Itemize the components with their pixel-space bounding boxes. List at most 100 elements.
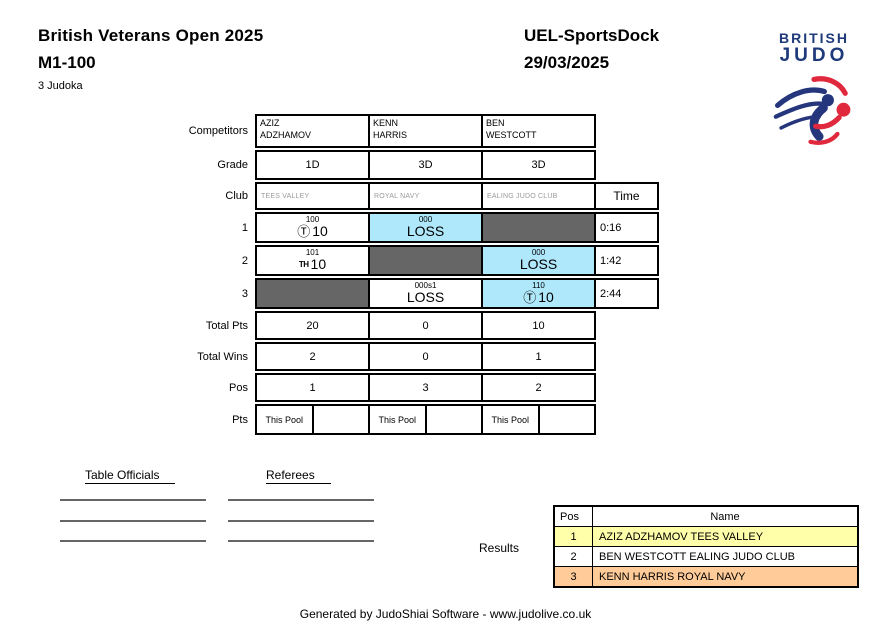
result-name: BEN WESTCOTT EALING JUDO CLUB — [599, 550, 795, 563]
total-wins-cell: 1 — [481, 342, 596, 371]
grade-cell: 3D — [368, 150, 483, 180]
grade-cell: 1D — [255, 150, 370, 180]
competitor-last: ADZHAMOV — [260, 129, 312, 140]
match-score-cell: 000s1 LOSS — [368, 278, 483, 309]
signature-line — [228, 540, 374, 542]
match-score-cell: 000 LOSS — [481, 245, 596, 276]
competitor-last: WESTCOTT — [486, 129, 537, 140]
results-row-2: 2 BEN WESTCOTT EALING JUDO CLUB — [555, 546, 857, 566]
match-number: 2 — [241, 254, 248, 267]
row-label-competitors: Competitors — [188, 125, 248, 137]
results-col-pos: Pos — [555, 507, 593, 526]
judo-figure-icon — [773, 76, 851, 145]
venue-name: UEL-SportsDock — [524, 26, 660, 45]
blocked-cell — [368, 245, 483, 276]
total-pts-row: Total Pts 20 0 10 — [177, 311, 659, 340]
row-label-total-pts: Total Pts — [205, 319, 248, 332]
match-time: 2:44 — [594, 278, 659, 309]
grade-cell: 3D — [481, 150, 596, 180]
match-time: 0:16 — [594, 212, 659, 243]
pts-cell: This Pool — [481, 404, 596, 435]
score-value: 10 — [312, 223, 328, 239]
time-column-header: Time — [594, 182, 659, 210]
row-label-pos: Pos — [229, 381, 248, 394]
header-venue-date: UEL-SportsDock 29/03/2025 — [524, 26, 659, 73]
blocked-cell — [255, 278, 370, 309]
row-label-grade: Grade — [217, 159, 248, 171]
match-number: 1 — [241, 221, 248, 234]
club-row: Club TEES VALLEY ROYAL NAVY EALING JUDO … — [177, 182, 659, 210]
results-table: Pos Name 1 AZIZ ADZHAMOV TEES VALLEY 2 B… — [553, 505, 859, 588]
score-value: LOSS — [406, 223, 445, 239]
event-date: 29/03/2025 — [524, 53, 610, 72]
competitor-name-cell: AZIZ ADZHAMOV — [255, 114, 370, 148]
this-pool-label: This Pool — [378, 414, 417, 425]
pos-cell: 1 — [255, 373, 370, 402]
pts-row: Pts This Pool This Pool This Pool — [177, 404, 659, 435]
total-pts-cell: 0 — [368, 311, 483, 340]
generator-credit: Generated by JudoShiai Software - www.ju… — [299, 607, 592, 621]
pos-cell: 3 — [368, 373, 483, 402]
score-value: 10 — [538, 289, 554, 305]
logo-text-british: BRITISH — [779, 30, 849, 46]
competitor-last: HARRIS — [373, 129, 408, 140]
british-judo-logo: BRITISH JUDO — [766, 30, 862, 152]
total-wins-cell: 2 — [255, 342, 370, 371]
score-code: 100 — [305, 215, 320, 224]
pos-row: Pos 1 3 2 — [177, 373, 659, 402]
signature-line — [228, 520, 374, 522]
row-label-club: Club — [225, 190, 248, 202]
results-label: Results — [479, 541, 520, 555]
score-value: 10 — [310, 256, 327, 272]
result-name: KENN HARRIS ROYAL NAVY — [599, 570, 746, 583]
ippon-marker-icon: Ⓣ — [297, 224, 311, 239]
logo-text-judo: JUDO — [779, 45, 849, 66]
signature-line — [228, 499, 374, 501]
th-marker: TH — [298, 260, 309, 269]
table-officials-heading: Table Officials — [85, 468, 176, 484]
result-name: AZIZ ADZHAMOV TEES VALLEY — [599, 530, 764, 543]
score-code: 000 — [531, 248, 546, 257]
category-title: M1-100 — [38, 53, 96, 72]
score-value: LOSS — [519, 256, 558, 272]
pool-sheet: Competitors AZIZ ADZHAMOV KENN HARRIS BE… — [177, 114, 659, 437]
results-header-row: Pos Name — [555, 507, 857, 526]
score-value: LOSS — [406, 289, 445, 305]
pts-cell: This Pool — [255, 404, 370, 435]
grade-row: Grade 1D 3D 3D — [177, 150, 659, 180]
row-label-total-wins: Total Wins — [197, 350, 248, 363]
match-score-cell: 000 LOSS — [368, 212, 483, 243]
total-wins-cell: 0 — [368, 342, 483, 371]
row-label-pts: Pts — [232, 413, 248, 426]
club-cell: TEES VALLEY — [255, 182, 370, 210]
competitors-row: Competitors AZIZ ADZHAMOV KENN HARRIS BE… — [177, 114, 659, 148]
match-number: 3 — [241, 287, 248, 300]
total-pts-cell: 20 — [255, 311, 370, 340]
header-left: British Veterans Open 2025 M1-100 3 Judo… — [38, 26, 263, 92]
competitor-name-cell: BEN WESTCOTT — [481, 114, 596, 148]
club-cell: ROYAL NAVY — [368, 182, 483, 210]
score-code: 000 — [418, 215, 433, 224]
this-pool-label: This Pool — [491, 414, 530, 425]
total-wins-row: Total Wins 2 0 1 — [177, 342, 659, 371]
results-col-name: Name — [710, 510, 740, 523]
club-cell: EALING JUDO CLUB — [481, 182, 596, 210]
pts-cell: This Pool — [368, 404, 483, 435]
referees-heading: Referees — [266, 468, 331, 484]
pos-cell: 2 — [481, 373, 596, 402]
pts-blank — [537, 406, 595, 433]
match-time: 1:42 — [594, 245, 659, 276]
judoka-count: 3 Judoka — [38, 80, 83, 92]
signature-line — [60, 520, 206, 522]
pts-blank — [424, 406, 482, 433]
competitor-name-cell: KENN HARRIS — [368, 114, 483, 148]
pts-blank — [311, 406, 369, 433]
total-pts-cell: 10 — [481, 311, 596, 340]
signature-line — [60, 540, 206, 542]
